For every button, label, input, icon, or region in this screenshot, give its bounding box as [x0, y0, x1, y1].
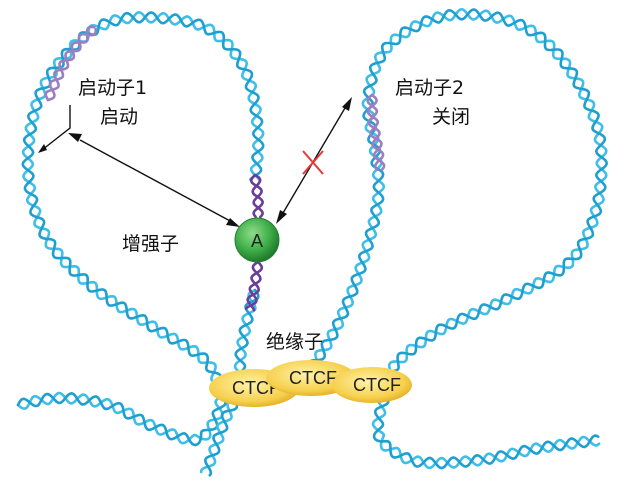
arrowhead-promoter2 [342, 97, 352, 111]
enhancer-segment-upper [249, 173, 264, 219]
dna-strand-bottom-left-drop [199, 398, 239, 477]
insulator-label: 绝缘子 [266, 331, 324, 353]
regulatory-segments [44, 25, 386, 312]
promoter2-state-label: 关闭 [432, 106, 471, 128]
arrowhead-enhancer-right [276, 210, 287, 224]
enhancer-segment-lower [244, 260, 264, 312]
promoter1-segment [44, 25, 97, 102]
arrowhead-enhancer-left [226, 218, 240, 227]
proteins: A CTCF CTCF CTCF [209, 217, 412, 407]
interaction-arrows [38, 97, 352, 227]
ctcf-protein-3: CTCF [332, 367, 412, 403]
dna-strand-bottom-left-tail [16, 391, 227, 447]
activator-circle: A [234, 217, 280, 263]
promoter1-enhancer-arrow [79, 139, 233, 223]
enhancer-label: 增强子 [122, 233, 180, 255]
ctcf-label-2: CTCF [289, 368, 337, 388]
promoter1-label: 启动子1 [78, 77, 148, 99]
ctcf-label-3: CTCF [353, 375, 401, 395]
promoter1-bracket [41, 105, 71, 151]
promoter1-bracket-arrowhead [38, 144, 47, 153]
blocked-x-icon [302, 150, 324, 175]
promoter1-state-label: 启动 [100, 106, 139, 128]
dna-strand-left-loop [21, 10, 265, 397]
dna-strands [16, 7, 609, 477]
arrowhead-promoter1 [68, 133, 82, 142]
dna-strand-right-loop [307, 7, 609, 396]
promoter2-segment [366, 93, 386, 171]
promoter2-label: 启动子2 [395, 77, 465, 99]
dna-strand-bottom-right-tail [371, 393, 601, 470]
activator-label: A [251, 231, 263, 251]
